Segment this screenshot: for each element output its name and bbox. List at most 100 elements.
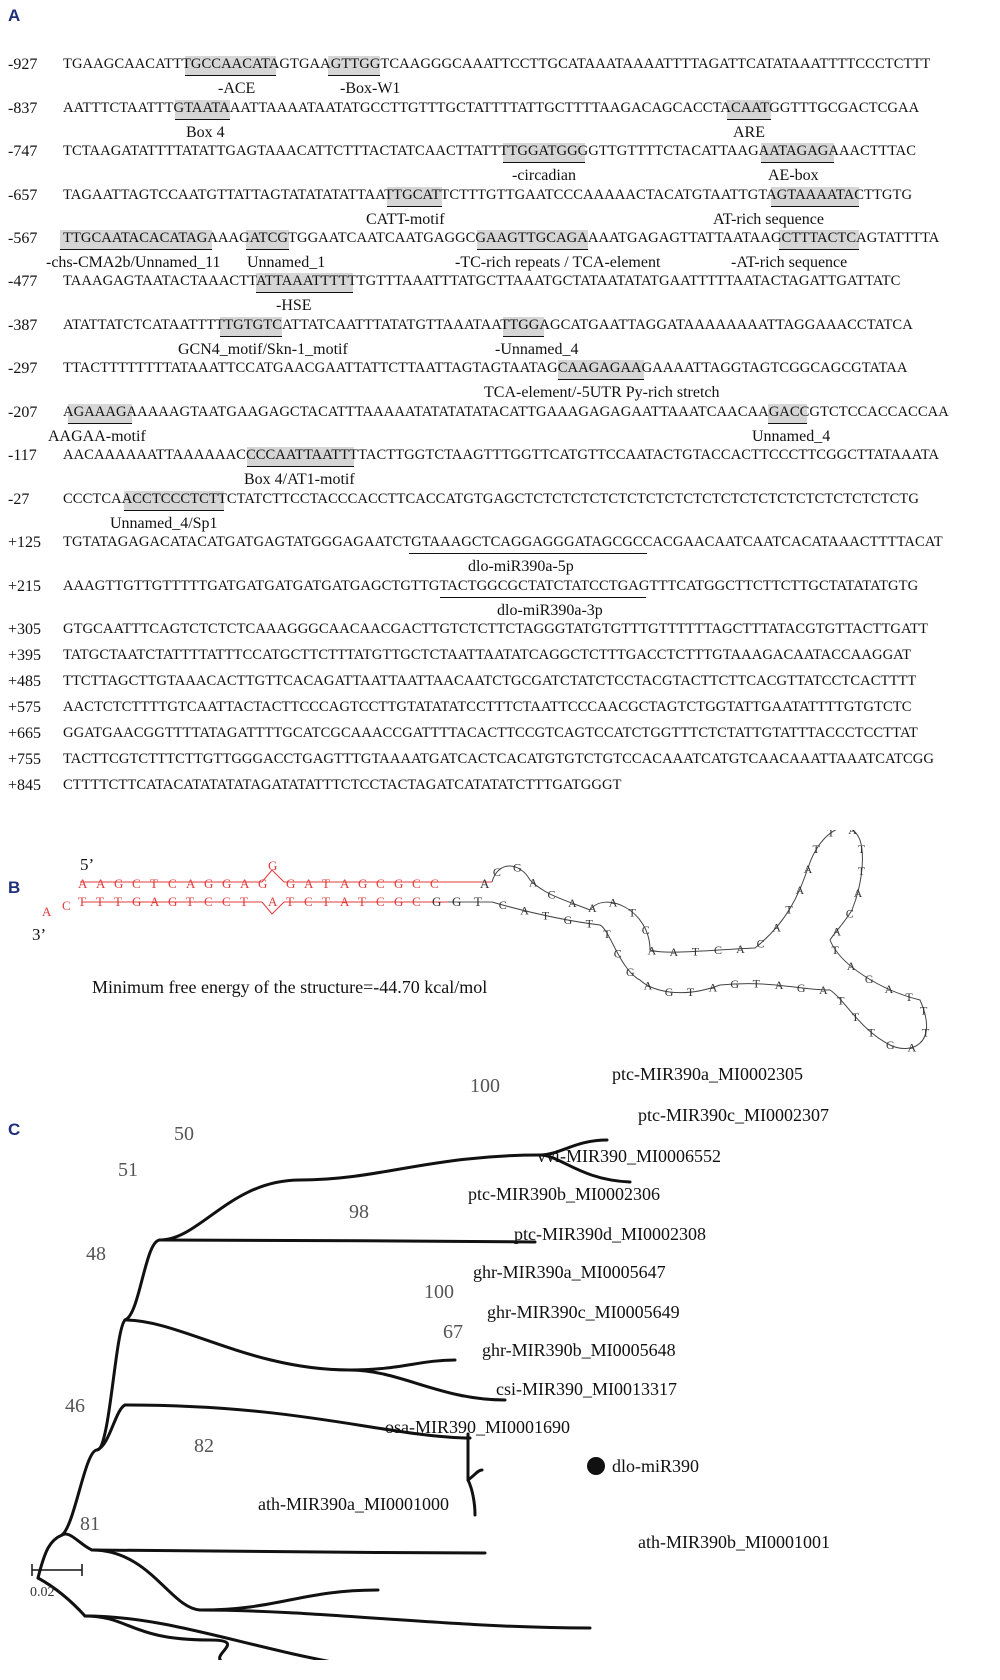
taxon-label: vvi-MIR390_MI0006552 [537,1146,721,1166]
loop-nucleotide: T [629,905,637,919]
loop-nucleotide: C [493,865,501,879]
loop-nucleotide: T [858,864,866,878]
sequence-text: TAGAATTAGTCCAATGTTATTAGTATATATATTAATTGCA… [63,187,913,203]
bootstrap-value: 98 [349,1201,369,1223]
motif-highlight [768,404,807,424]
motif-label: AT-rich sequence [713,211,824,228]
loop-nucleotide: G [865,972,874,986]
nucleotide: G [222,876,231,891]
nucleotide: G [168,894,177,909]
taxon-label: ptc-MIR390a_MI0002305 [612,1064,803,1084]
loop-nucleotide: T [920,1003,928,1017]
motif-highlight [185,56,276,76]
nucleotide: T [322,876,330,891]
loop-nucleotide: T [837,993,845,1007]
sequence-text: TGAAGCAACATTTGCCAACATAGTGAAGTTGGTCAAGGGC… [63,56,931,72]
loop-nucleotide: C [757,936,765,950]
bootstrap-value: 51 [118,1159,138,1181]
motif-label: Box 4/AT1-motif [244,471,355,488]
nucleotide: T [358,894,366,909]
sequence-row: +395 TATGCTAATCTATTTTATTTCCATGCTTCTTTATGT… [0,647,1000,673]
motif-highlight [771,187,859,207]
nucleotide: G [432,894,441,909]
nucleotide: C [62,898,71,913]
motif-label: -chs-CMA2b/Unnamed_11 [46,254,221,271]
nucleotide: A [240,876,250,891]
nucleotide: T [186,894,194,909]
motif-label: TCA-element/-5UTR Py-rich stretch [484,384,720,401]
loop-nucleotide: C [614,947,622,961]
sequence-text: CCCTCAACCTCCCTCTTCTATCTTCCTACCCACCTTCACC… [63,491,919,507]
sequence-text: TGTATAGAGACATACATGATGAGTATGGGAGAATCTGTAA… [63,534,943,550]
nucleotide: C [412,876,421,891]
loop-nucleotide: A [819,983,828,997]
sequence-text: AACAAAAAATTAAAAAACCCCAATTAATTTTACTTGGTCT… [63,447,940,463]
bootstrap-value: 50 [174,1123,194,1145]
stem-bulge [261,869,492,883]
nucleotide: T [114,894,122,909]
position-label: -117 [8,447,37,464]
loop-nucleotide: A [804,862,813,876]
nucleotide: G [394,876,403,891]
bootstrap-value: 81 [80,1513,100,1535]
motif-label: -ACE [218,80,256,97]
nucleotide: A [480,876,490,891]
nucleotide: G [132,894,141,909]
mirna-hairpin-structure: 5’ 3’ Minimum free energy of the structu… [32,830,930,1055]
bootstrap-value: 100 [470,1075,500,1097]
sequence-row: -117 AACAAAAAATTAAAAAACCCCAATTAATTTTACTTG… [0,447,1000,473]
taxon-label: dlo-miR390 [612,1456,699,1476]
nucleotide: C [204,894,213,909]
loop-nucleotide: T [692,944,700,958]
loop-nucleotide: A [885,982,894,996]
position-label: +305 [8,621,42,638]
nucleotide: A [304,876,314,891]
mirna-underline [440,578,646,598]
taxon-label: ghr-MIR390c_MI0005649 [487,1302,680,1322]
nucleotide: G [452,894,461,909]
nucleotide: C [376,894,385,909]
position-label: +575 [8,699,42,716]
position-label: +395 [8,647,42,664]
loop-nucleotide: T [832,943,840,957]
sequence-text: AATTTCTAATTTGTAATAAATTAAAATAATATGCCTTGTT… [63,100,920,116]
dlo-mir390-marker [587,1457,605,1475]
nucleotide: G [258,876,267,891]
nucleotide: C [304,894,313,909]
sequence-text: TACTTCGTCTTTCTTGTTGGGACCTGAGTTTGTAAAATGA… [63,751,934,767]
motif-label: -HSE [276,297,312,314]
loop-nucleotide: A [609,896,618,910]
loop-nucleotide: T [542,909,550,923]
motif-label: dlo-miR390a-3p [497,602,603,619]
loop-nucleotide: T [852,1010,860,1024]
hairpin-loop-backbone [491,830,927,1049]
motif-label: GCN4_motif/Skn-1_motif [178,341,348,358]
motif-label: -TC-rich repeats / TCA-element [455,254,661,271]
sequence-text: CTTTTCTTCATACATATATATAGATATATTTCTCCTACTA… [63,777,622,793]
sequence-row: +125 TGTATAGAGACATACATGATGAGTATGGGAGAATCT… [0,534,1000,560]
nucleotide: A [186,876,196,891]
taxon-label: csi-MIR390_MI0013317 [496,1379,677,1399]
motif-label: AE-box [768,167,819,184]
phylogenetic-tree [36,1138,632,1660]
sequence-text: TATGCTAATCTATTTTATTTCCATGCTTCTTTATGTTGCT… [63,647,912,663]
loop-nucleotide: C [642,923,650,937]
three-prime-label: 3’ [32,925,46,944]
loop-nucleotides: CGACAAATCAATCACATAATTATTACATAGATTTAGTTTA… [493,830,930,1055]
loop-nucleotide: C [846,907,854,921]
taxon-label: ptc-MIR390b_MI0002306 [468,1184,660,1204]
loop-nucleotide: T [586,917,594,931]
position-label: +125 [8,534,42,551]
sequence-text: TCTAAGATATTTTATATTGAGTAAACATTCTTTACTATCA… [63,143,917,159]
sequence-text: GGATGAACGGTTTTATAGATTTTGCATCGCAAACCGATTT… [63,725,918,741]
sequence-text: TTGCAATACACATAGAAAGATCGTGGAATCAATCAATGAG… [63,230,940,246]
motif-highlight [220,317,282,337]
loop-nucleotide: A [709,981,718,995]
